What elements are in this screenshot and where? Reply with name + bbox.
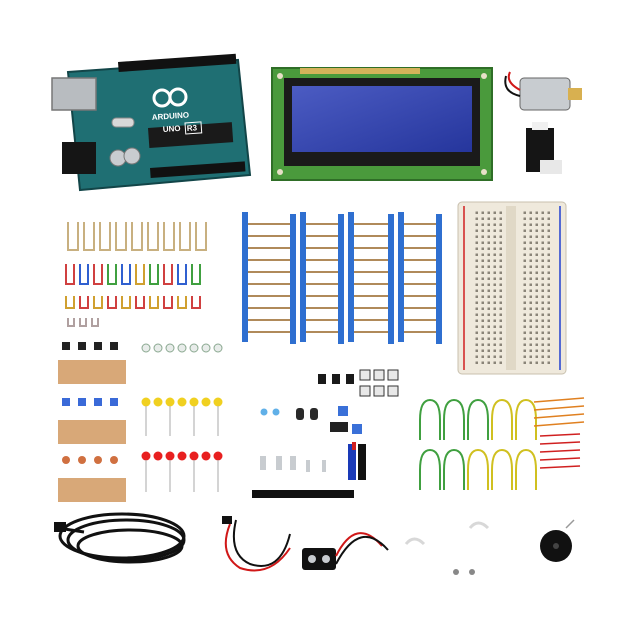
board-revision-label: R3	[187, 123, 198, 133]
ceramic-capacitor-strips	[58, 342, 126, 502]
arduino-logo	[152, 87, 188, 108]
board-brand-label: ARDUINO	[152, 110, 190, 122]
resistor-tapes	[242, 212, 442, 344]
usb-plug	[54, 522, 66, 532]
misc-small-components	[260, 369, 399, 480]
short-wire-bundle	[533, 397, 585, 469]
led-assortment	[141, 343, 223, 492]
dc-motor	[504, 71, 582, 111]
power-jumper-cables	[222, 516, 291, 572]
jumper-wire-bundle	[65, 222, 207, 327]
battery-clip	[302, 532, 389, 570]
arduino-uno-board: ARDUINO UNO R3	[51, 53, 252, 192]
board-model-label: UNO	[163, 124, 181, 134]
breadboard	[457, 201, 567, 375]
screws-and-clear-parts	[404, 521, 490, 575]
piezo-buzzer	[540, 519, 575, 562]
pin-header-strip	[252, 490, 354, 498]
usb-cable	[57, 512, 186, 564]
lcd-display-module	[271, 67, 493, 181]
servo-motor	[526, 122, 562, 174]
jumper-wire-loops	[419, 398, 537, 490]
